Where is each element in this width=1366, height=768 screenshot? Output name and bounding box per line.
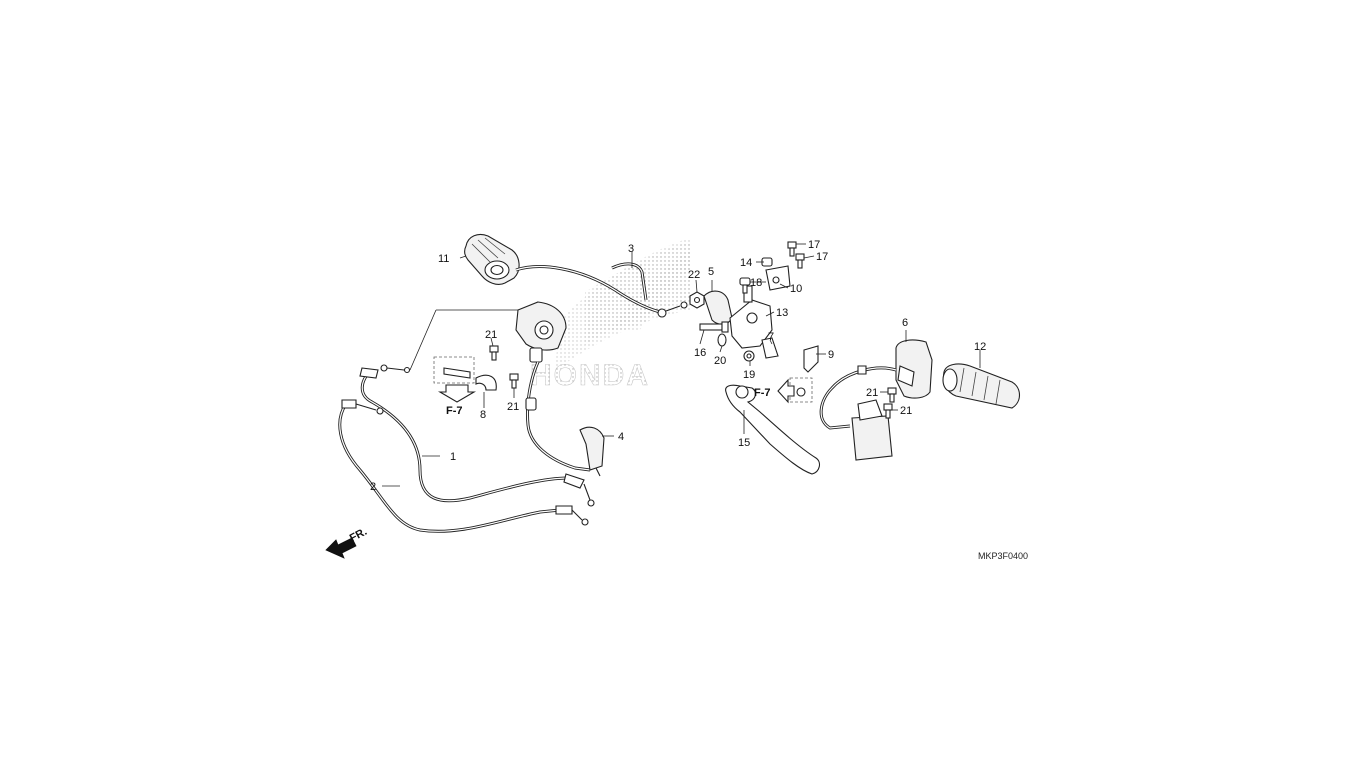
front-direction-arrow: FR. (325, 526, 369, 559)
callout-3: 3 (628, 243, 634, 255)
switch-7 (761, 337, 779, 359)
watermark-text: HONDA (530, 359, 650, 392)
callout-21-c: 21 (866, 387, 878, 399)
cable-4 (525, 361, 605, 477)
callout-labels: 11 3 21 21 8 1 2 4 22 5 16 20 19 7 13 10… (370, 239, 986, 493)
callout-5: 5 (708, 266, 714, 278)
bolt-21-left-b (509, 373, 519, 389)
bolt-16 (699, 321, 729, 333)
nut-19 (743, 350, 755, 362)
callout-22: 22 (688, 269, 700, 281)
callout-21-b: 21 (507, 401, 519, 413)
callout-12: 12 (974, 341, 986, 353)
bolts-21-right (883, 387, 897, 419)
honda-watermark: HONDA (530, 238, 690, 392)
cable-1 (359, 364, 595, 507)
callout-4: 4 (618, 431, 624, 443)
screw-18 (739, 277, 751, 294)
callout-18: 18 (750, 277, 762, 289)
callout-20: 20 (714, 355, 726, 367)
brake-hose (819, 365, 897, 430)
callout-17-a: 17 (808, 239, 820, 251)
callout-14: 14 (740, 257, 752, 269)
callout-8: 8 (480, 409, 486, 421)
callout-17-b: 17 (816, 251, 828, 263)
reference-f7-left: F-7 (446, 405, 463, 417)
callout-1: 1 (450, 451, 456, 463)
callout-16: 16 (694, 347, 706, 359)
throttle-grip (464, 233, 520, 285)
holder-13 (729, 265, 791, 349)
washer-20 (717, 333, 727, 347)
callout-21-a: 21 (485, 329, 497, 341)
screws-17 (787, 241, 805, 269)
bracket-8-group (433, 356, 497, 403)
callout-19: 19 (743, 369, 755, 381)
boot-5 (703, 290, 733, 325)
reservoir (851, 399, 893, 461)
callout-13: 13 (776, 307, 788, 319)
callout-11: 11 (438, 253, 449, 265)
right-grip-12 (942, 363, 1021, 409)
front-label: FR. (348, 526, 369, 545)
reference-f7-right: F-7 (754, 387, 771, 399)
leader-lines (382, 243, 981, 487)
callout-10: 10 (790, 283, 802, 295)
brake-lever-15 (725, 384, 821, 475)
switch-9-group (777, 345, 819, 404)
callout-21-d: 21 (900, 405, 912, 417)
nut-22 (689, 291, 705, 309)
callout-2: 2 (370, 481, 376, 493)
callout-15: 15 (738, 437, 750, 449)
diagram-code: MKP3F0400 (978, 551, 1028, 561)
cable-3 (515, 262, 688, 318)
callout-9: 9 (828, 349, 834, 361)
callout-6: 6 (902, 317, 908, 329)
cable-2 (338, 399, 589, 533)
callout-7: 7 (768, 331, 774, 343)
left-switch-housing (515, 301, 567, 363)
master-cylinder-6 (895, 339, 933, 399)
bolt-21-left-a (489, 345, 499, 361)
